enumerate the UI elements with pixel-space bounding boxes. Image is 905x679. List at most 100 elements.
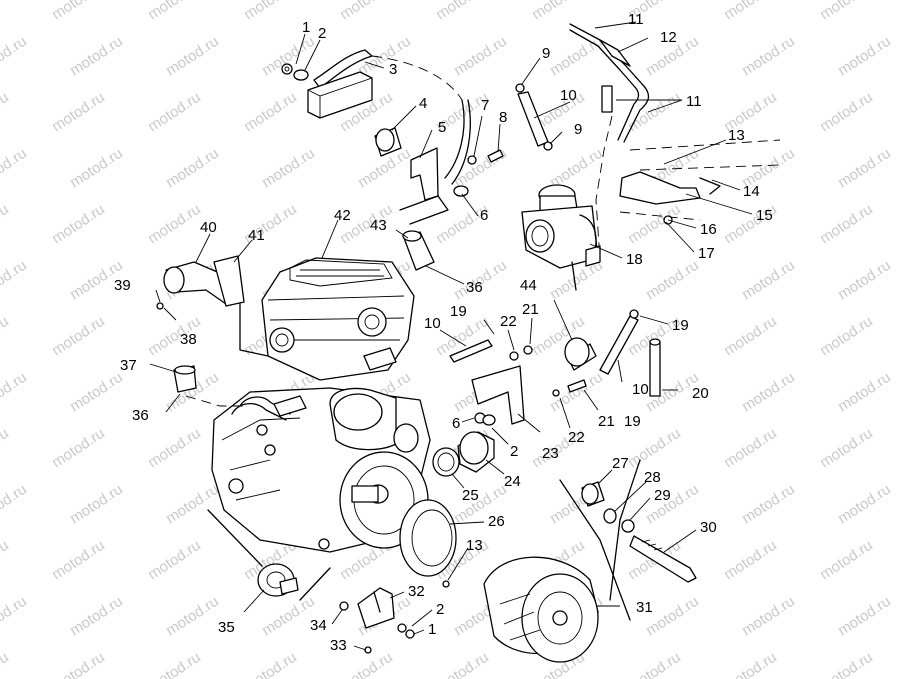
callout-26: 26 [488,513,505,530]
watermark-text: motod.ru [145,89,204,136]
watermark-text: motod.ru [433,649,492,679]
exhaust-spring-group [281,49,463,119]
callout-2: 2 [318,25,326,42]
callout-42: 42 [334,207,351,224]
mount-plate-group [432,345,587,477]
watermark-text: motod.ru [625,89,684,136]
callout-44: 44 [520,277,537,294]
watermark-text: motod.ru [721,0,780,23]
watermark-text: motod.ru [241,89,300,136]
watermark-text: motod.ru [721,425,780,472]
callout-6: 6 [480,207,488,224]
callout-28: 28 [644,469,661,486]
watermark-text: motod.ru [0,369,30,416]
callout-32: 32 [408,583,425,600]
fuel-line-group [515,23,650,261]
watermark-text: motod.ru [145,425,204,472]
watermark-text: motod.ru [817,0,876,23]
callout-35: 35 [218,619,235,636]
watermark-text: motod.ru [49,537,108,584]
watermark-text: motod.ru [739,481,798,528]
callout-5: 5 [438,119,446,136]
watermark-text: motod.ru [0,201,12,248]
watermark-text: motod.ru [0,0,12,23]
callout-38: 38 [180,331,197,348]
watermark-text: motod.ru [739,593,798,640]
callout-10: 10 [560,87,577,104]
watermark-text: motod.ru [529,0,588,23]
watermark-text: motod.ru [67,33,126,80]
watermark-text: motod.ru [0,593,30,640]
callout-39: 39 [114,277,131,294]
leader-lines [149,21,753,651]
watermark-text: motod.ru [721,537,780,584]
watermark-text: motod.ru [259,593,318,640]
callout-36: 36 [466,279,483,296]
watermark-text: motod.ru [49,89,108,136]
watermark-text: motod.ru [817,537,876,584]
watermark-text: motod.ru [145,649,204,679]
engine-block [211,257,431,553]
callout-9: 9 [574,121,582,138]
watermark-text: motod.ru [163,145,222,192]
callout-11: 11 [628,11,644,28]
callout-30: 30 [700,519,717,536]
watermark-text: motod.ru [163,481,222,528]
watermark-text: motod.ru [163,593,222,640]
watermark-text: motod.ru [145,537,204,584]
intake-boot [402,230,435,271]
watermark-text: motod.ru [817,201,876,248]
callout-6: 6 [452,415,460,432]
watermark-text: motod.ru [835,481,894,528]
callout-21: 21 [598,413,615,430]
callout-19: 19 [672,317,689,334]
callout-20: 20 [692,385,709,402]
watermark-text: motod.ru [739,257,798,304]
watermark-text: motod.ru [49,313,108,360]
callout-27: 27 [612,455,629,472]
callout-41: 41 [248,227,265,244]
callout-8: 8 [499,109,507,126]
callout-29: 29 [654,487,671,504]
callout-1: 1 [302,19,310,36]
watermark-text: motod.ru [625,425,684,472]
callout-12: 12 [660,29,677,46]
watermark-text: motod.ru [0,537,12,584]
watermark-text: motod.ru [49,201,108,248]
callout-34: 34 [310,617,327,634]
watermark-text: motod.ru [817,425,876,472]
watermark-text: motod.ru [0,33,30,80]
watermark-text: motod.ru [643,481,702,528]
intake-elbow [156,255,269,357]
watermark-text: motod.ru [721,313,780,360]
drive-clutch [483,556,599,663]
watermark-text: motod.ru [241,0,300,23]
parts-layer [156,23,781,663]
watermark-text: motod.ru [625,201,684,248]
watermark-text: motod.ru [67,369,126,416]
watermark-text: motod.ru [259,145,318,192]
callout-25: 25 [462,487,479,504]
callout-10: 10 [424,315,441,332]
watermark-text: motod.ru [337,0,396,23]
callout-23: 23 [542,445,559,462]
watermark-text: motod.ru [739,33,798,80]
carburetor [521,184,601,291]
watermark-text: motod.ru [67,593,126,640]
watermark-text: motod.ru [835,33,894,80]
callout-22: 22 [500,313,517,330]
watermark-text: motod.ru [433,0,492,23]
watermark-text: motod.ru [0,649,12,679]
cover-gasket [399,499,457,588]
watermark-text: motod.ru [739,369,798,416]
callout-13: 13 [466,537,483,554]
vent-line-group [449,309,661,397]
watermark-text: motod.ru [0,481,30,528]
watermark-text: motod.ru [0,145,30,192]
watermark-text: motod.ru [625,649,684,679]
callout-7: 7 [481,97,489,114]
watermark-text: motod.ru [835,145,894,192]
callout-13: 13 [728,127,745,144]
callout-40: 40 [200,219,217,236]
